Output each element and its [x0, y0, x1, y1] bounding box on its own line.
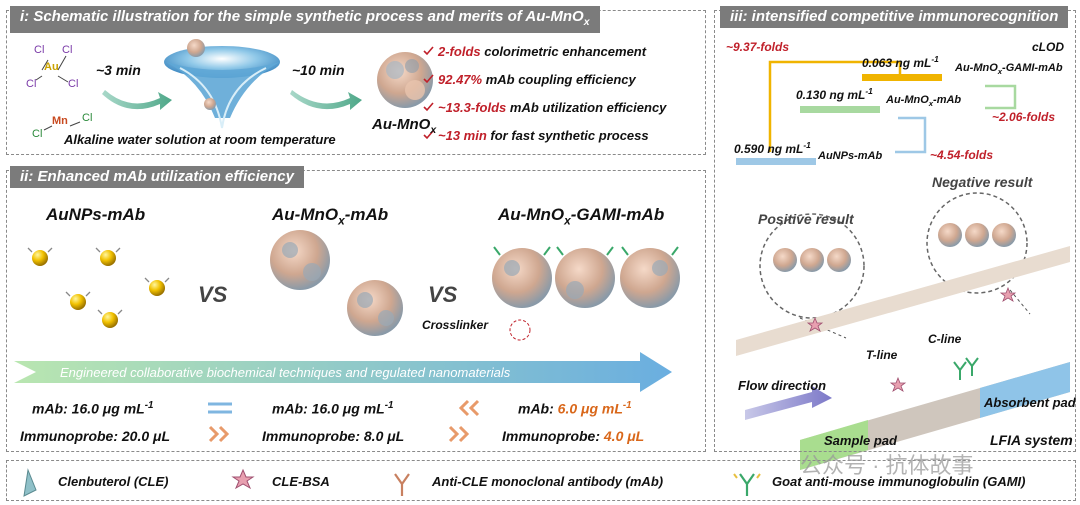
t-line-label: T-line	[866, 348, 898, 362]
mab-concentration-3: mAb: 6.0 μg mL-1	[518, 400, 632, 417]
name-mno-probe: Au-MnOx-mAb	[886, 94, 962, 109]
comparison-symbols	[208, 399, 480, 443]
product-label: Au-MnOx	[372, 116, 437, 136]
crosslinker-label: Crosslinker	[422, 318, 489, 332]
au-mnox-gami-mab-particles	[492, 246, 680, 341]
reaction-condition: Alkaline water solution at room temperat…	[64, 132, 336, 147]
label-au-mnox-mab: Au-MnOx-mAb	[272, 205, 389, 228]
legend-panel	[6, 460, 1076, 501]
name-aunp-probe: AuNPs-mAb	[818, 150, 883, 162]
lod-bars	[736, 60, 1017, 165]
lfia-system-label: LFIA system	[990, 432, 1073, 448]
vs-label-1: VS	[198, 282, 228, 307]
au-mnox-particle-icon	[377, 52, 433, 108]
panel-immunorecognition-title: iii: intensified competitive immunorecog…	[720, 6, 1069, 28]
panel-synthesis-title: i: Schematic illustration for the simple…	[10, 6, 600, 33]
fold-mno: ~4.54-folds	[930, 148, 994, 162]
time-step2: ~10 min	[292, 62, 345, 78]
name-gami-probe: Au-MnOx-GAMI-mAb	[955, 62, 1063, 77]
positive-result-label: Positive result	[758, 211, 854, 227]
immunoprobe-volume-1: Immunoprobe: 20.0 μL	[20, 428, 171, 444]
antibody-icons	[953, 357, 979, 380]
c-line-label: C-line	[928, 332, 962, 346]
watermark-text: 公众号 · 抗体故事	[800, 453, 974, 478]
au-label: Au	[44, 61, 59, 73]
au-mnox-mab-particles	[270, 230, 403, 336]
arrow-step1	[102, 90, 172, 110]
legend-icons	[23, 468, 761, 497]
au-cl-label-2: Cl	[62, 44, 73, 56]
mn-label: Mn	[52, 115, 68, 127]
absorbent-pad-label: Absorbent pad	[984, 395, 1076, 410]
lod-gami: 0.063 ng mL-1	[862, 54, 939, 70]
mab-concentration-2: mAb: 16.0 μg mL-1	[272, 400, 394, 417]
sample-pad-label: Sample pad	[824, 433, 897, 448]
legend-cle-bsa: CLE-BSA	[272, 474, 330, 489]
label-au-mnox-gami-mab: Au-MnOx-GAMI-mAb	[498, 205, 665, 228]
lod-aunp: 0.590 ng mL-1	[734, 140, 811, 156]
immunoprobe-volume-3: Immunoprobe: 4.0 μL	[502, 428, 645, 444]
check-icons	[423, 46, 434, 140]
gold-nanoparticles	[27, 247, 170, 328]
mn-cl-label-1: Cl	[32, 128, 43, 140]
bond-lines	[35, 55, 81, 131]
vs-label-2: VS	[428, 282, 458, 307]
merit-2: 92.47% mAb coupling efficiency	[438, 72, 636, 87]
merit-4: ~13 min for fast synthetic process	[438, 128, 649, 143]
vortex-icon	[164, 39, 280, 129]
au-cl-label-3: Cl	[26, 78, 37, 90]
time-step1: ~3 min	[96, 62, 141, 78]
arrow-step2	[290, 90, 362, 110]
legend-clenbuterol: Clenbuterol (CLE)	[58, 474, 169, 489]
clod-label: cLOD	[1032, 40, 1065, 54]
flow-direction-label: Flow direction	[738, 378, 827, 393]
panel-mab-efficiency	[6, 170, 706, 452]
negative-result-label: Negative result	[932, 174, 1033, 190]
mab-concentration-1: mAb: 16.0 μg mL-1	[32, 400, 154, 417]
merit-3: ~13.3-folds mAb utilization efficiency	[438, 100, 667, 115]
mn-cl-label-2: Cl	[82, 112, 93, 124]
panel-mab-efficiency-title: ii: Enhanced mAb utilization efficiency	[10, 166, 304, 188]
arrow-caption: Engineered collaborative biochemical tec…	[60, 365, 511, 380]
big-gradient-arrow	[14, 352, 672, 392]
star-icons	[806, 286, 1017, 392]
lfia-strip	[736, 246, 1070, 470]
synthesis-graphics	[35, 39, 434, 140]
au-cl-label-4: Cl	[68, 78, 79, 90]
immunoprobe-volume-2: Immunoprobe: 8.0 μL	[262, 428, 405, 444]
lod-mno: 0.130 ng mL-1	[796, 86, 873, 102]
fold-gami: ~2.06-folds	[992, 110, 1056, 124]
merit-1: 2-folds colorimetric enhancement	[438, 44, 647, 59]
legend-gami: Goat anti-mouse immunoglobulin (GAMI)	[772, 474, 1026, 489]
label-aunps-mab: AuNPs-mAb	[46, 205, 146, 224]
fold-total: ~9.37-folds	[726, 40, 790, 54]
legend-antibody: Anti-CLE monoclonal antibody (mAb)	[432, 474, 664, 489]
au-cl-label-1: Cl	[34, 44, 45, 56]
